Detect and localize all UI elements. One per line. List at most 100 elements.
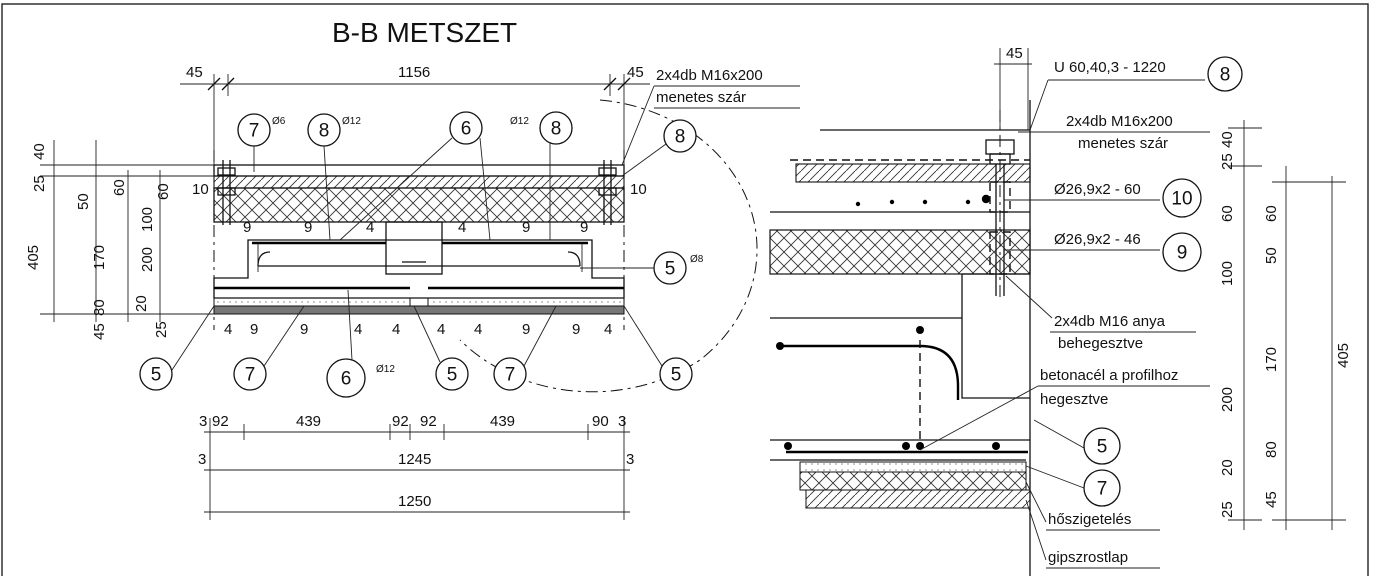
rod-callout-line2: menetes szár bbox=[656, 89, 746, 106]
svg-text:60: 60 bbox=[1263, 205, 1280, 222]
inner-label: 9 bbox=[580, 219, 588, 236]
svg-text:100: 100 bbox=[139, 207, 156, 232]
rod-callout-line1: 2x4db M16x200 bbox=[656, 67, 763, 84]
svg-text:200: 200 bbox=[139, 247, 156, 272]
svg-text:6: 6 bbox=[341, 369, 352, 390]
marker-7-bottom-right: 7 bbox=[493, 305, 557, 391]
bottom-label: 4 bbox=[474, 321, 482, 338]
side-10-right: 10 bbox=[630, 181, 647, 198]
nut-label-line1: 2x4db M16 anya bbox=[1054, 313, 1166, 330]
svg-text:8: 8 bbox=[675, 127, 686, 148]
svg-text:45: 45 bbox=[1263, 491, 1280, 508]
svg-text:5: 5 bbox=[1097, 437, 1108, 458]
right-total-405: 405 bbox=[1335, 343, 1352, 368]
bottom-label: 9 bbox=[250, 321, 258, 338]
rebar-dots bbox=[776, 194, 1000, 450]
right-detail: 45 U 60,40,3 - 1220 8 2x4db M16x200 mene… bbox=[769, 45, 1352, 576]
right-dims-inner: 25 40 60 100 200 20 25 bbox=[1219, 120, 1262, 530]
svg-text:50: 50 bbox=[1263, 247, 1280, 264]
bottom-label: 4 bbox=[224, 321, 232, 338]
bottom-label: 4 bbox=[437, 321, 445, 338]
svg-text:8: 8 bbox=[1220, 65, 1231, 86]
board-label: gipszrostlap bbox=[1048, 549, 1128, 566]
svg-text:25: 25 bbox=[31, 175, 48, 192]
svg-text:92: 92 bbox=[212, 413, 229, 430]
svg-text:60: 60 bbox=[1219, 205, 1236, 222]
svg-text:40: 40 bbox=[1219, 131, 1236, 148]
marker-10: 10 bbox=[1162, 178, 1202, 218]
bottom-label: 9 bbox=[572, 321, 580, 338]
svg-text:Ø6: Ø6 bbox=[272, 116, 286, 127]
bottom-label: 4 bbox=[392, 321, 400, 338]
side-10-left: 10 bbox=[192, 181, 209, 198]
inner-label: 9 bbox=[522, 219, 530, 236]
bottom-label: 4 bbox=[354, 321, 362, 338]
marker-8-top-right: 8 Ø12 bbox=[510, 111, 573, 240]
svg-text:20: 20 bbox=[1219, 459, 1236, 476]
inner-label: 4 bbox=[458, 219, 466, 236]
marker-6-top: 6 bbox=[339, 111, 491, 241]
marker-5-bottom-mid: 5 bbox=[413, 305, 469, 391]
svg-text:80: 80 bbox=[1263, 441, 1280, 458]
svg-text:45: 45 bbox=[91, 323, 108, 340]
dim-left-45: 45 bbox=[186, 64, 203, 81]
marker-7-bottom-left: 7 bbox=[233, 305, 305, 391]
tube-9-label: Ø26,9x2 - 46 bbox=[1054, 231, 1141, 248]
marker-5-bottom-right: 5 bbox=[623, 305, 693, 391]
svg-text:Ø12: Ø12 bbox=[376, 364, 395, 375]
dim-span-1156: 1156 bbox=[398, 64, 430, 81]
svg-text:3: 3 bbox=[198, 451, 206, 468]
bottom-label: 9 bbox=[300, 321, 308, 338]
right-bolt bbox=[985, 110, 1015, 300]
right-dim-45: 45 bbox=[1006, 45, 1023, 62]
svg-text:200: 200 bbox=[1219, 387, 1236, 412]
inner-label: 9 bbox=[304, 219, 312, 236]
svg-text:3: 3 bbox=[626, 451, 634, 468]
marker-8-right-detail: 8 bbox=[1207, 56, 1243, 92]
svg-text:170: 170 bbox=[91, 245, 108, 270]
profile-label: U 60,40,3 - 1220 bbox=[1054, 59, 1166, 76]
marker-5-right: 5 bbox=[1083, 427, 1121, 465]
svg-text:7: 7 bbox=[249, 121, 260, 142]
svg-text:25: 25 bbox=[153, 321, 170, 338]
rod-label-line2: menetes szár bbox=[1078, 135, 1168, 152]
marker-7-top: 7 Ø6 bbox=[237, 113, 286, 172]
svg-text:170: 170 bbox=[1263, 347, 1280, 372]
drawing-frame bbox=[1, 3, 1369, 576]
svg-text:8: 8 bbox=[551, 119, 562, 140]
inner-label: 4 bbox=[366, 219, 374, 236]
svg-text:1250: 1250 bbox=[398, 493, 431, 510]
svg-text:92: 92 bbox=[392, 413, 409, 430]
marker-9: 9 bbox=[1162, 232, 1202, 272]
marker-5-side: 5 Ø8 bbox=[580, 251, 704, 285]
svg-text:3: 3 bbox=[618, 413, 626, 430]
marker-5-bottom-left: 5 bbox=[139, 305, 215, 391]
svg-text:1245: 1245 bbox=[398, 451, 431, 468]
left-dims: 405 25 40 50 45 80 60 170 20 25 60 100 2… bbox=[25, 140, 214, 340]
section-title: B-B METSZET bbox=[332, 17, 517, 48]
svg-text:405: 405 bbox=[25, 245, 42, 270]
bottom-label: 4 bbox=[604, 321, 612, 338]
right-dims-outer: 60 50 170 80 45 405 bbox=[1263, 166, 1352, 530]
svg-text:40: 40 bbox=[31, 143, 48, 160]
marker-8-top-left: 8 Ø12 bbox=[307, 113, 361, 241]
bolt-left bbox=[217, 160, 236, 225]
svg-text:439: 439 bbox=[296, 413, 321, 430]
svg-text:5: 5 bbox=[665, 259, 676, 280]
inner-label: 9 bbox=[243, 219, 251, 236]
bottom-label: 9 bbox=[522, 321, 530, 338]
svg-text:60: 60 bbox=[155, 183, 172, 200]
svg-text:7: 7 bbox=[245, 365, 256, 386]
svg-text:Ø8: Ø8 bbox=[690, 254, 704, 265]
svg-text:100: 100 bbox=[1219, 261, 1236, 286]
tube-10-label: Ø26,9x2 - 60 bbox=[1054, 181, 1141, 198]
svg-text:50: 50 bbox=[75, 193, 92, 210]
svg-text:Ø12: Ø12 bbox=[510, 116, 529, 127]
left-section: 45 1156 45 2x4db M16x200 menetes szár bbox=[25, 64, 800, 520]
svg-text:5: 5 bbox=[671, 365, 682, 386]
svg-text:5: 5 bbox=[151, 365, 162, 386]
bottom-dims: 3 92 439 92 92 439 90 3 3 1245 3 1250 bbox=[198, 413, 634, 520]
svg-text:25: 25 bbox=[1219, 501, 1236, 518]
rod-label-line1: 2x4db M16x200 bbox=[1066, 113, 1173, 130]
svg-text:7: 7 bbox=[1097, 479, 1108, 500]
